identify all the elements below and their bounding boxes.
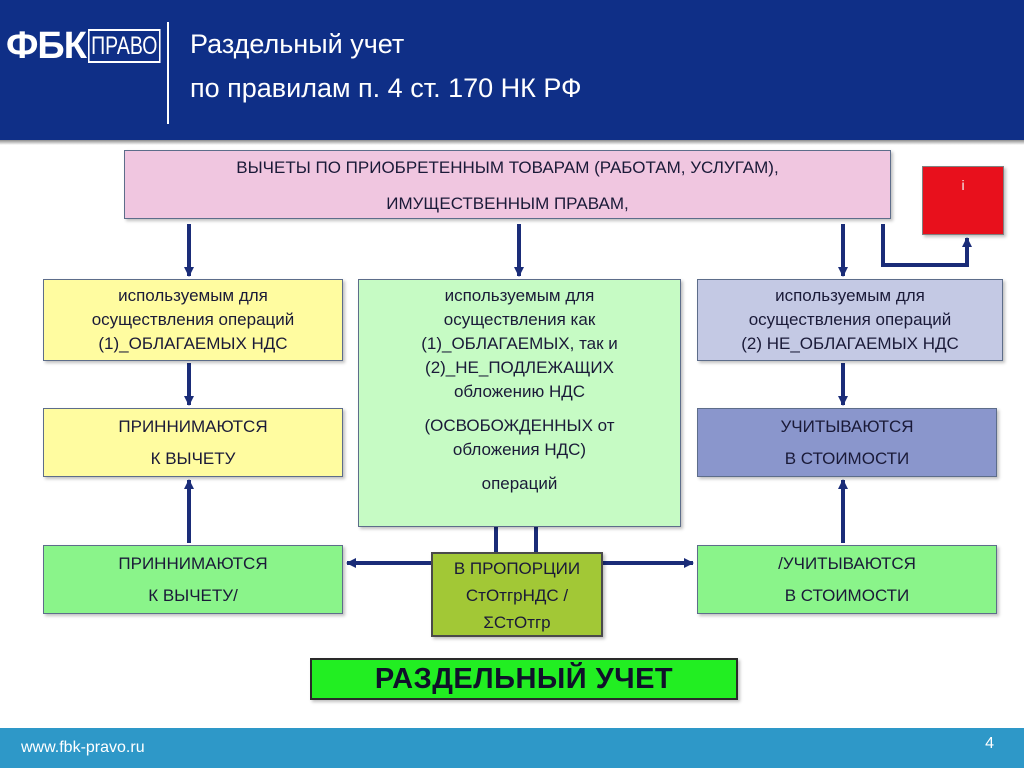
slide-title-line-2: по правилам п. 4 ст. 170 НК РФ [190, 73, 582, 103]
footer-bar: www.fbk-pravo.ru 4 [0, 728, 1024, 768]
separate-accounting-label: РАЗДЕЛЬНЫЙ УЧЕТ [310, 658, 738, 700]
mixed-line-4: (2)_НЕ_ПОДЛЕЖАЩИХ [425, 358, 614, 377]
page-number: 4 [985, 735, 994, 752]
mixed-line-6: (ОСВОБОЖДЕННЫХ от [424, 416, 615, 435]
fbk-pravo-logo[interactable]: ФБК ПРАВО [6, 26, 181, 66]
info-icon: i [961, 177, 965, 193]
cost-line-2: В СТОИМОСТИ [784, 449, 910, 468]
mixed-line-1: используемым для [444, 286, 595, 305]
taxable-operations-box: используемым для осуществления операций … [43, 279, 343, 361]
proportion-line-1: В ПРОПОРЦИИ [453, 559, 581, 578]
separate-accounting-text: РАЗДЕЛЬНЫЙ УЧЕТ [374, 663, 674, 695]
arrow-top-to-red-box [881, 224, 972, 267]
deductions-line-1: ВЫЧЕТЫ ПО ПРИОБРЕТЕННЫМ ТОВАРАМ (РАБОТАМ… [236, 157, 779, 177]
mixed-line-5: обложению НДС [453, 382, 586, 401]
footer-website-link[interactable]: www.fbk-pravo.ru [21, 739, 145, 756]
mixed-line-7: обложения НДС) [452, 440, 587, 459]
included-in-cost-box: УЧИТЫВАЮТСЯ В СТОИМОСТИ [697, 408, 997, 477]
taxable-line-3: (1)_ОБЛАГАЕМЫХ НДС [98, 334, 288, 353]
non-taxable-line-3: (2) НЕ_ОБЛАГАЕМЫХ НДС [741, 334, 959, 353]
accepted-for-deduction-box: ПРИННИМАЮТСЯ К ВЫЧЕТУ [43, 408, 343, 477]
proportional-deduction-box: ПРИННИМАЮТСЯ К ВЫЧЕТУ/ [43, 545, 343, 614]
proportion-line-2: СтОтгрНДС / [465, 586, 569, 605]
deductions-box: ВЫЧЕТЫ ПО ПРИОБРЕТЕННЫМ ТОВАРАМ (РАБОТАМ… [124, 150, 891, 219]
prop-deduction-line-1: ПРИННИМАЮТСЯ [118, 554, 268, 573]
proportion-formula-box: В ПРОПОРЦИИ СтОтгрНДС / ΣСтОтгр [431, 552, 603, 637]
header-bar: ФБК ПРАВО Раздельный учет по правилам п.… [0, 0, 1024, 140]
taxable-line-2: осуществления операций [91, 310, 295, 329]
non-taxable-line-1: используемым для [775, 286, 925, 305]
prop-deduction-line-2: К ВЫЧЕТУ/ [148, 586, 238, 605]
proportional-cost-box: /УЧИТЫВАЮТСЯ В СТОИМОСТИ [697, 545, 997, 614]
non-taxable-line-2: осуществления операций [748, 310, 952, 329]
logo-sub-text: ПРАВО [87, 29, 161, 63]
header-shadow [0, 140, 1024, 145]
header-divider [167, 22, 169, 124]
mixed-line-2: осуществления как [443, 310, 596, 329]
accepted-line-1: ПРИННИМАЮТСЯ [118, 417, 268, 436]
mixed-operations-box: используемым для осуществления как (1)_О… [358, 279, 681, 527]
taxable-line-1: используемым для [118, 286, 268, 305]
cost-line-1: УЧИТЫВАЮТСЯ [780, 417, 914, 436]
slide-title-line-1: Раздельный учет [190, 29, 405, 59]
mixed-line-8: операций [481, 474, 558, 493]
logo-main-text: ФБК [6, 25, 87, 67]
non-taxable-operations-box: используемым для осуществления операций … [697, 279, 1003, 361]
accepted-line-2: К ВЫЧЕТУ [150, 449, 236, 468]
info-hyperlink-box[interactable]: i [922, 166, 1004, 235]
mixed-line-3: (1)_ОБЛАГАЕМЫХ, так и [421, 334, 618, 353]
deductions-line-2: ИМУЩЕСТВЕННЫМ ПРАВАМ, [386, 193, 629, 213]
prop-cost-line-2: В СТОИМОСТИ [784, 586, 910, 605]
proportion-line-3: ΣСтОтгр [483, 613, 551, 632]
prop-cost-line-1: /УЧИТЫВАЮТСЯ [778, 554, 916, 573]
